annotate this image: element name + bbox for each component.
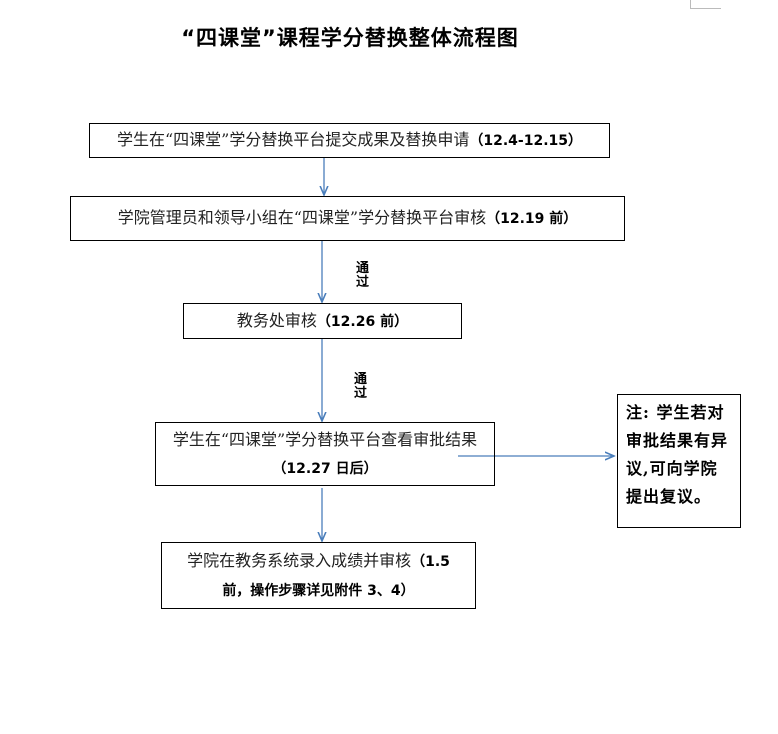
note-text: 注: 学生若对审批结果有异议,可向学院提出复议。: [626, 403, 729, 506]
step-1-date: （12.4-12.15）: [469, 133, 582, 149]
pass-label-2: 通过: [354, 372, 368, 401]
pass-label-1: 通过: [356, 261, 370, 290]
step-5-date: （1.5 前，操作步骤详见附件 3、4）: [222, 553, 450, 599]
step-4-text: 学生在“四课堂”学分替换平台查看审批结果: [172, 429, 478, 449]
step-3-box: 教务处审核（12.26 前）: [183, 303, 462, 339]
page-title: “四课堂”课程学分替换整体流程图: [181, 26, 519, 50]
step-3-text: 教务处审核: [236, 310, 317, 330]
step-4-box: 学生在“四课堂”学分替换平台查看审批结果 （12.27 日后）: [155, 422, 495, 486]
note-box: 注: 学生若对审批结果有异议,可向学院提出复议。: [617, 394, 741, 528]
step-5-box: 学院在教务系统录入成绩并审核（1.5 前，操作步骤详见附件 3、4）: [161, 542, 476, 609]
step-2-text: 学院管理员和领导小组在“四课堂”学分替换平台审核: [117, 208, 487, 227]
step-3-date: （12.26 前）: [316, 313, 409, 330]
step-1-text: 学生在“四课堂”学分替换平台提交成果及替换申请: [116, 130, 470, 149]
page-corner-mark: [690, 0, 721, 9]
step-1-box: 学生在“四课堂”学分替换平台提交成果及替换申请（12.4-12.15）: [89, 123, 610, 158]
step-5-text: 学院在教务系统录入成绩并审核: [187, 550, 412, 570]
step-2-date: （12.19 前）: [486, 211, 578, 227]
step-2-box: 学院管理员和领导小组在“四课堂”学分替换平台审核（12.19 前）: [70, 196, 625, 241]
step-4-date: （12.27 日后）: [272, 460, 378, 477]
